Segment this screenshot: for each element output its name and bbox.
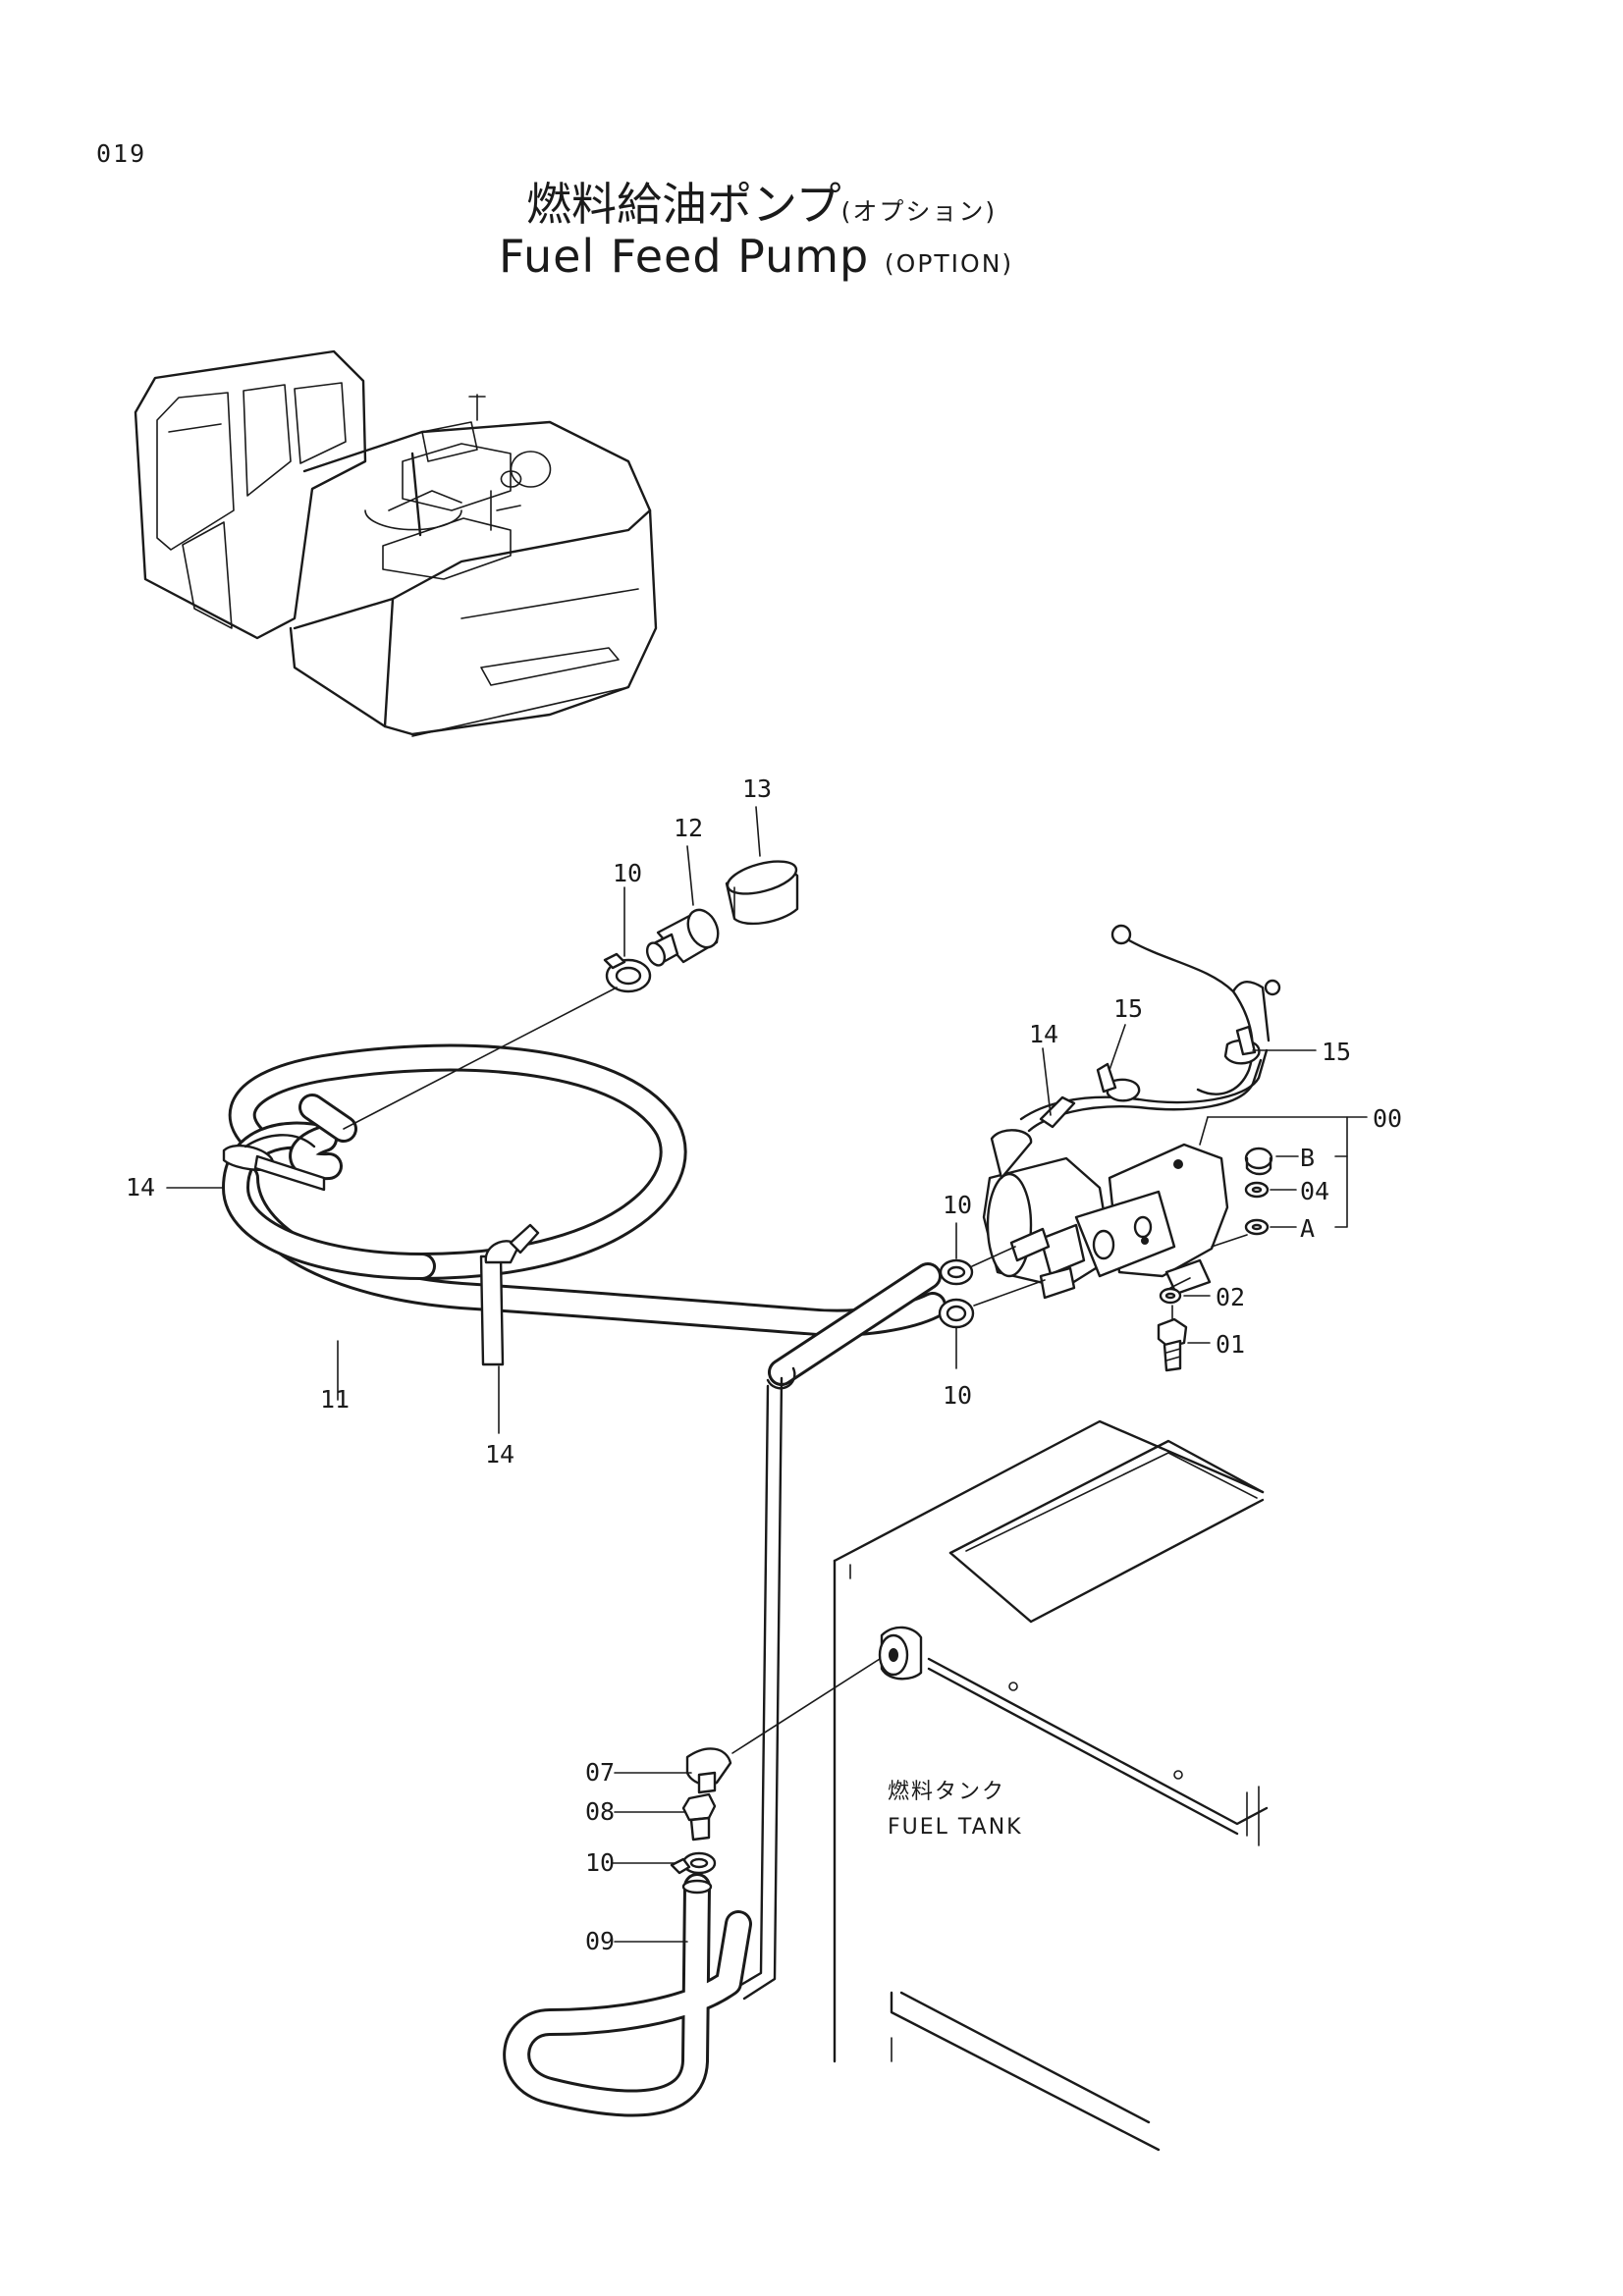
callout-leader-lines	[166, 806, 1368, 1943]
callout-10-pump-lower: 10	[943, 1381, 972, 1410]
callout-b: B	[1300, 1144, 1315, 1172]
callout-15-upper: 15	[1113, 994, 1143, 1023]
washer-02	[1159, 1287, 1182, 1305]
callout-14-pump: 14	[1029, 1020, 1058, 1048]
bolt	[1157, 1317, 1188, 1372]
callout-14-coil: 14	[126, 1173, 155, 1201]
plain-washer	[1244, 1218, 1270, 1236]
nozzle-fitting	[645, 908, 720, 967]
title-jp-sub: (オプション)	[840, 197, 998, 226]
wire-band-right	[1235, 1025, 1257, 1056]
wire-band-upper	[1096, 1062, 1117, 1094]
hose-clamp-tank	[670, 1851, 717, 1875]
callout-13: 13	[742, 774, 772, 803]
suction-hose	[503, 1873, 752, 2117]
fuel-tank-illustration	[833, 1419, 1269, 2152]
callout-00: 00	[1373, 1104, 1402, 1133]
title-jp-main: 燃料給油ポンプ	[526, 178, 841, 231]
fuel-tank-label-en: FUEL TANK	[888, 1815, 1023, 1840]
page-number: 019	[96, 139, 147, 168]
hose-clamp-pump-upper	[939, 1258, 974, 1286]
page-title-jp: 燃料給油ポンプ(オプション)	[526, 169, 997, 234]
pump-assembly	[982, 1143, 1229, 1300]
page-title-en: Fuel Feed Pump (OPTION)	[499, 230, 1013, 283]
callout-a: A	[1300, 1214, 1315, 1243]
callout-01: 01	[1216, 1330, 1245, 1359]
excavator-overview-illustration	[134, 349, 658, 737]
bolt-leader-line	[1169, 1277, 1191, 1320]
nozzle-leader-line	[343, 987, 618, 1130]
pump-band	[1039, 1095, 1076, 1129]
hose-band-bottom	[479, 1223, 540, 1366]
nozzle-cap	[725, 860, 799, 926]
title-en-main: Fuel Feed Pump	[499, 230, 870, 283]
spring-washer	[1244, 1181, 1270, 1199]
callout-10-tank: 10	[585, 1848, 615, 1877]
callout-02: 02	[1216, 1283, 1245, 1311]
elbow-fitting	[685, 1747, 732, 1794]
hose-clamp-pump-lower	[938, 1298, 975, 1329]
hose-clamp-nozzle	[603, 952, 652, 993]
tank-leader-line	[731, 1658, 881, 1754]
callout-07: 07	[585, 1758, 615, 1787]
suction-line	[732, 1384, 770, 1991]
pump-leader-lines	[971, 1246, 1046, 1307]
callout-04: 04	[1300, 1177, 1329, 1205]
title-en-sub: (OPTION)	[884, 249, 1014, 278]
callout-12: 12	[674, 814, 703, 842]
fuel-tank-label-jp: 燃料タンク	[888, 1780, 1005, 1804]
callout-14-bottom: 14	[485, 1440, 514, 1468]
callout-08: 08	[585, 1797, 615, 1826]
wiring-harness	[990, 924, 1281, 1180]
hose-band-coil	[222, 1134, 326, 1192]
callout-11: 11	[320, 1385, 350, 1414]
connector-fitting	[681, 1792, 717, 1842]
nut	[1244, 1147, 1273, 1176]
hose-coil	[222, 1043, 947, 1390]
callout-10-pump-upper: 10	[943, 1191, 972, 1219]
callout-10-nozzle: 10	[613, 859, 642, 887]
callout-15-right: 15	[1322, 1038, 1351, 1066]
callout-09: 09	[585, 1927, 615, 1955]
